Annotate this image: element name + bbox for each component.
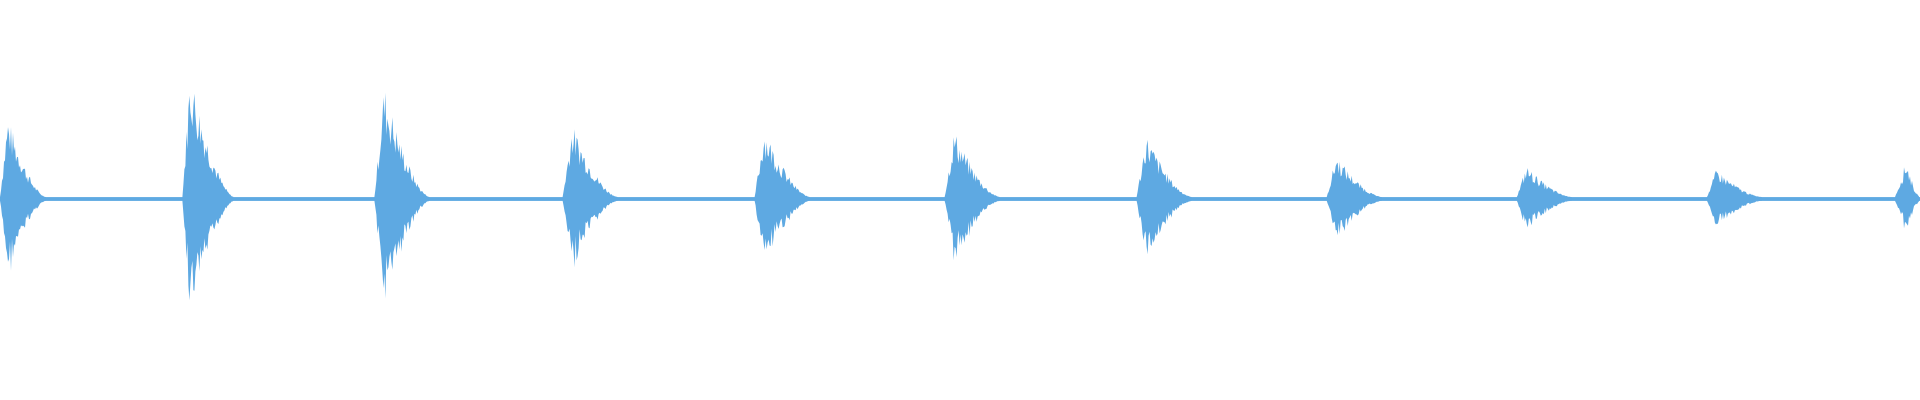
waveform-burst-1 — [0, 127, 46, 271]
waveform-burst-8 — [1326, 161, 1382, 236]
waveform-bursts — [0, 92, 1920, 301]
waveform-burst-10 — [1706, 170, 1762, 225]
waveform-burst-4 — [562, 129, 618, 268]
waveform-burst-11 — [1895, 167, 1919, 229]
waveform-burst-7 — [1136, 139, 1192, 255]
waveform-burst-2 — [182, 93, 234, 301]
waveform-burst-9 — [1516, 168, 1572, 228]
waveform-burst-5 — [754, 141, 810, 250]
waveform-burst-3 — [374, 92, 430, 299]
waveform-burst-6 — [944, 136, 1000, 261]
